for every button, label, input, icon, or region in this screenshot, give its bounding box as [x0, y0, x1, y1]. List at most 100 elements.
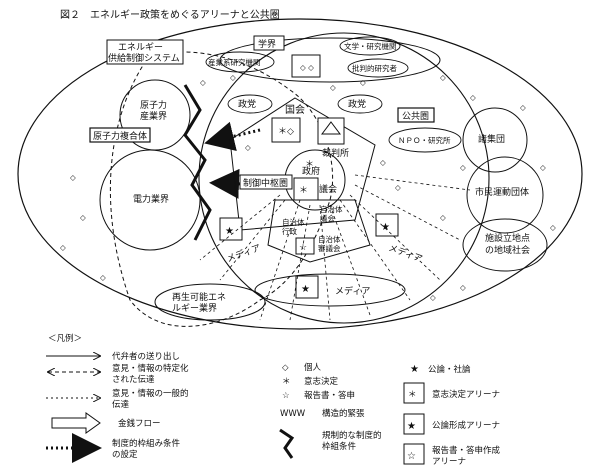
- party-right-label: 政党: [348, 98, 366, 110]
- control-center-box: [239, 174, 293, 190]
- diet-polygon: [229, 97, 376, 231]
- legend-individual-symbol: ◇: [282, 363, 289, 373]
- academia-box: [253, 35, 285, 51]
- media-bottom-ellipse: [254, 273, 406, 307]
- legend-bracket-label-1: 規制的な制度的: [322, 430, 382, 441]
- local-gov-polygon: [267, 199, 371, 263]
- legend-decision-symbol: ＊: [282, 377, 291, 387]
- svg-text:◇: ◇: [330, 83, 336, 92]
- npo-ellipse: [388, 127, 462, 153]
- groups-label: 諸集団: [478, 133, 505, 145]
- legend-framework-label-2: の設定: [112, 449, 138, 460]
- public-sphere-box: [397, 107, 435, 123]
- renewable-label-2: ルギー業界: [172, 302, 217, 314]
- renewable-label-1: 再生可能エネ: [172, 291, 226, 303]
- party-left-label: 政党: [238, 98, 256, 110]
- renewable-ellipse: [154, 283, 266, 321]
- nuclear-industry-label-1: 原子力: [140, 99, 167, 111]
- literature-research-label: 文学・研究機関: [344, 41, 397, 51]
- media-right-label: メディア: [387, 242, 424, 265]
- power-industry-label: 電力業界: [133, 193, 169, 205]
- npo-label: ＮＰＯ・研究所: [398, 135, 451, 145]
- diet-decision-symbol: ＊◇: [278, 127, 294, 137]
- industry-research-label: 産業系研究機関: [208, 57, 261, 67]
- arena-star-left-symbol: ★: [225, 226, 234, 237]
- literature-research-ellipse: [339, 36, 401, 56]
- local-gov-label-2: 議会: [320, 213, 335, 223]
- citizen-movement-circle: [466, 156, 544, 234]
- svg-text:◇: ◇: [460, 163, 466, 172]
- legend-opinion-arena-label: 公論形成アリーナ: [432, 420, 500, 431]
- legend-decision-label: 意志決定: [304, 376, 339, 387]
- arena-star-bottom-box: [295, 275, 319, 299]
- nuclear-industry-label-2: 産業界: [140, 110, 167, 122]
- critical-scholars-label: 批判的研究者: [352, 63, 397, 73]
- legend-hollow-label: 金銭フロー: [118, 418, 161, 429]
- legend-decision-arena-label: 意志決定アリーナ: [432, 389, 500, 400]
- industry-research-ellipse: [205, 51, 275, 73]
- siting-community-label-2: の地域社会: [485, 244, 530, 256]
- nuclear-complex-label: 原子力複合体: [93, 130, 147, 142]
- local-report-box: [295, 237, 315, 255]
- arena-star-left-box: [219, 217, 243, 241]
- svg-text:◇: ◇: [460, 283, 466, 292]
- information-flow-lines: [199, 174, 471, 321]
- arena-star-bottom-symbol: ★: [301, 284, 310, 295]
- legend-tension-label: 構造的緊張: [322, 408, 365, 419]
- legend-opinion-arena-symbol: ★: [407, 421, 416, 432]
- legend-decision-arena-box: [403, 382, 425, 404]
- individual-markers: ◇◇ ◇◇ ◇◇ ◇◇ ◇◇ ◇◇ ◇◇ ◇◇ ◇◇ ◇◇: [60, 73, 556, 302]
- legend-dashed-label-2: された伝達: [112, 374, 155, 385]
- legend-report-symbol: ☆: [282, 391, 290, 401]
- local-report-symbol: ☆: [299, 243, 307, 253]
- framework-arrow-2: [209, 168, 271, 199]
- power-industry-circle: [99, 149, 201, 251]
- media-bottom-label: メディア: [335, 285, 370, 297]
- court-box: [317, 117, 345, 145]
- regulatory-bracket: [183, 84, 212, 241]
- framework-arrow-1: [204, 121, 261, 151]
- local-council-label-1: 自治体: [318, 234, 341, 244]
- legend-report-label: 報告書・答申: [304, 390, 355, 401]
- outer-ellipse: [17, 18, 583, 330]
- legend-opinion-label: 公論・社論: [428, 364, 471, 375]
- svg-text:◇: ◇: [100, 273, 106, 282]
- svg-text:◇: ◇: [550, 223, 556, 232]
- control-center-label: 制御中枢圏: [243, 177, 288, 189]
- svg-text:◇: ◇: [520, 103, 526, 112]
- svg-text:◇: ◇: [80, 213, 86, 222]
- svg-text:◇: ◇: [540, 163, 546, 172]
- media-left-label: メディア: [225, 241, 262, 264]
- legend-report-arena-label-2: アリーナ: [432, 457, 466, 467]
- legend-report-arena-label-1: 報告書・答申作成: [432, 445, 501, 456]
- svg-text:◇: ◇: [230, 73, 236, 82]
- academia-label: 学界: [258, 38, 276, 50]
- local-gov-admin-label-1: 自治体: [282, 217, 305, 227]
- council-arena-symbol: ＊: [299, 186, 308, 196]
- academia-ellipse: [219, 37, 441, 83]
- svg-text:◇: ◇: [60, 243, 66, 252]
- legend-opinion-arena-box: [403, 413, 425, 435]
- energy-system-box: [106, 39, 184, 65]
- nuclear-complex-box: [89, 127, 151, 143]
- legend-bracket-symbol: [279, 428, 295, 459]
- svg-text:◇: ◇: [380, 158, 386, 167]
- party-right-ellipse: [337, 94, 383, 114]
- energy-system-label-1: エネルギー: [118, 42, 163, 53]
- legend-bracket-label-2: 枠組条件: [322, 441, 357, 452]
- svg-text:◇: ◇: [245, 143, 251, 152]
- local-gov-label-1: 自治体: [320, 204, 343, 214]
- groups-circle: [462, 107, 528, 173]
- party-left-ellipse: [227, 94, 273, 114]
- court-triangle: [321, 121, 341, 135]
- siting-community-label-1: 施設立地点: [485, 232, 530, 244]
- arena-star-right-box: [375, 213, 399, 237]
- legend-individual-label: 個人: [304, 362, 322, 373]
- local-council-label-2: 審議会: [318, 243, 341, 253]
- svg-text:◇: ◇: [395, 183, 401, 192]
- legend-decision-arena-symbol: ＊: [408, 390, 417, 400]
- svg-text:◇: ◇: [360, 78, 366, 87]
- public-sphere-label: 公共圏: [402, 111, 429, 122]
- government-label: 政府: [302, 165, 320, 177]
